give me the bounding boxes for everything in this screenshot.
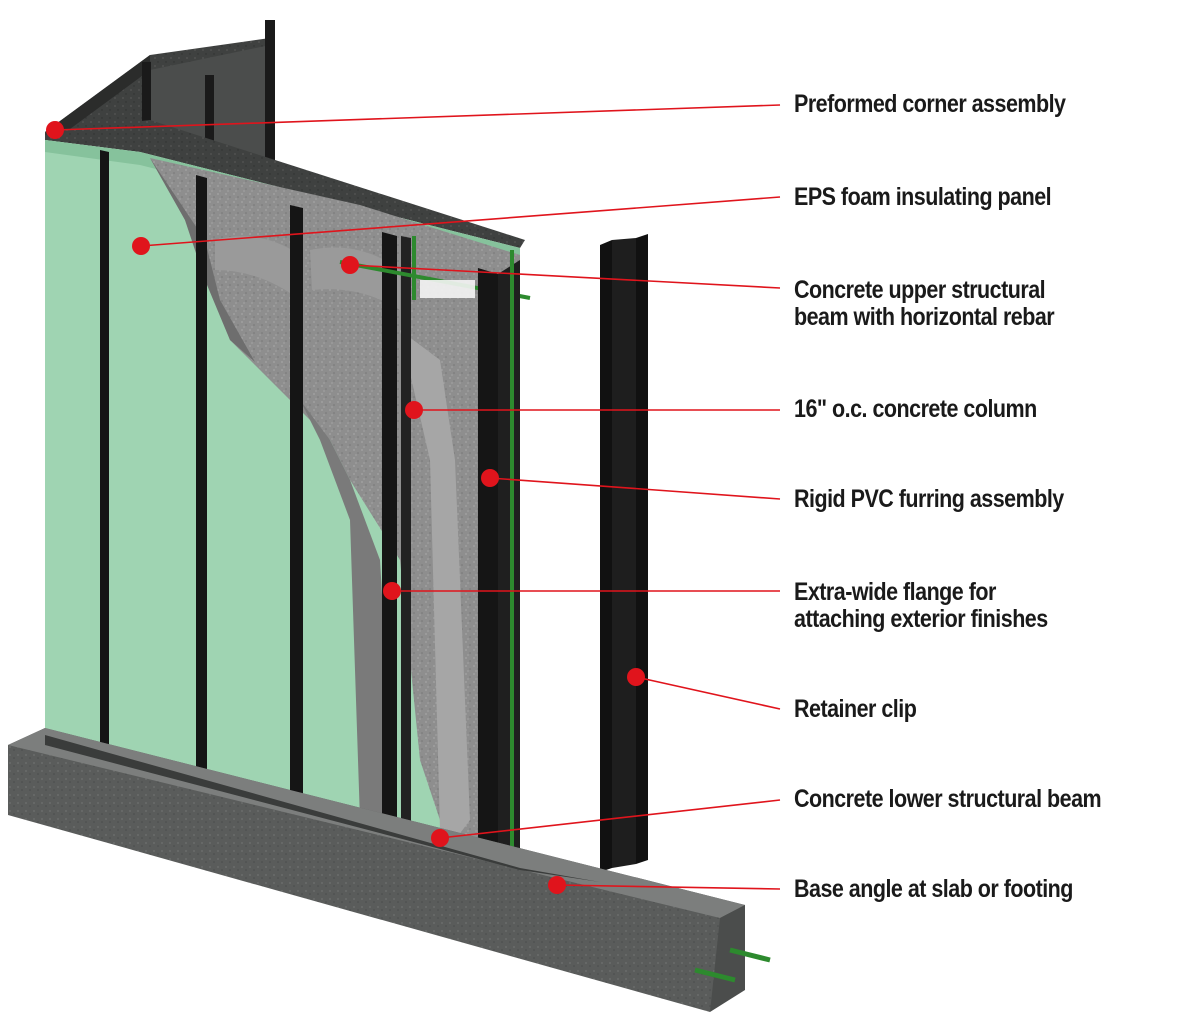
dot-extra-wide-flange [383,582,401,600]
dot-upper-beam [341,256,359,274]
leader-lines [54,104,781,890]
pvc-furring-near [478,250,520,872]
label-line-2: attaching exterior finishes [794,605,1048,633]
label-concrete-column: 16" o.c. concrete column [794,395,1037,423]
label-extra-wide-flange: Extra-wide flange for attaching exterior… [794,579,1048,633]
label-base-angle: Base angle at slab or footing [794,875,1073,903]
label-eps-foam-insulating-panel: EPS foam insulating panel [794,183,1052,211]
label-concrete-lower-structural-beam: Concrete lower structural beam [794,785,1102,813]
dot-lower-beam [431,829,449,847]
label-line-2: beam with horizontal rebar [794,303,1055,331]
callout-dots [46,121,645,894]
label-concrete-upper-structural-beam: Concrete upper structural beam with hori… [794,276,1055,331]
label-preformed-corner-assembly: Preformed corner assembly [794,90,1066,118]
label-retainer-clip: Retainer clip [794,695,917,723]
dot-eps-panel [132,237,150,255]
lower-beam [8,728,771,1012]
dot-concrete-column [405,401,423,419]
wall-top-edge [45,120,525,248]
label-line-1: Concrete upper structural [794,276,1046,304]
dot-retainer-clip [627,668,645,686]
pvc-furring-separate [600,234,648,872]
furring-strips [100,150,411,848]
dot-pvc-furring [481,469,499,487]
label-rigid-pvc-furring-assembly: Rigid PVC furring assembly [794,485,1064,513]
dot-preformed-corner [46,121,64,139]
dot-base-angle [548,876,566,894]
label-line-1: Extra-wide flange for [794,578,996,606]
